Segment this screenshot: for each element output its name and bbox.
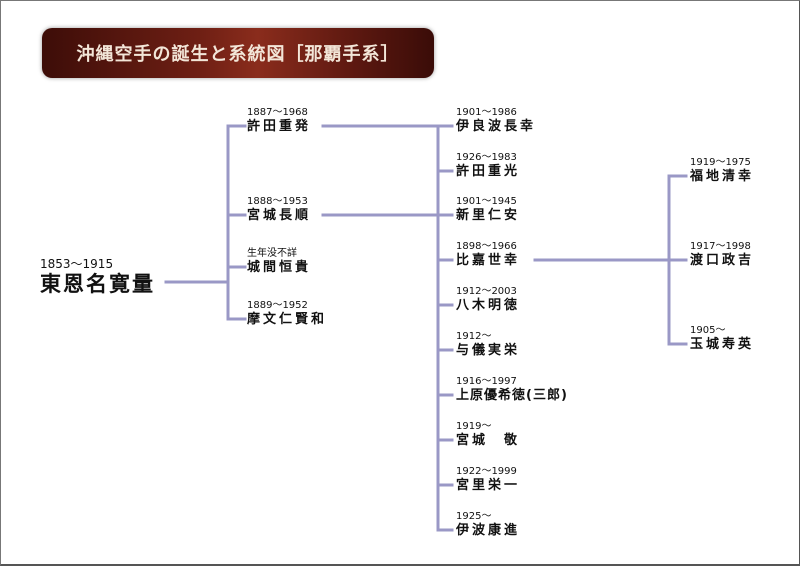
node-years: 1917〜1998 [690,241,751,252]
node-years: 1916〜1997 [456,376,517,387]
node-years: 1919〜 [456,421,492,432]
gen2-node-3: 1901〜1945 新里仁安 [456,196,520,224]
gen1-node-1: 1887〜1968 許田重発 [247,107,311,135]
gen1-node-3: 生年没不詳 城間恒貴 [247,248,311,276]
node-years: 1905〜 [690,325,726,336]
node-name: 与儀実栄 [456,343,521,358]
node-name: 宮城 敬 [456,433,521,448]
node-years: 1888〜1953 [247,196,308,207]
page-title: 沖縄空手の誕生と系統図［那覇手系］ [76,44,400,65]
node-name: 伊良波長幸 [456,119,537,134]
node-years: 生年没不詳 [247,248,297,259]
gen2-node-10: 1925〜 伊波康進 [456,511,520,539]
node-years: 1926〜1983 [456,152,517,163]
node-years: 1889〜1952 [247,300,308,311]
node-years: 1912〜 [456,331,492,342]
node-name: 福地清幸 [690,169,755,184]
gen3-node-1: 1919〜1975 福地清幸 [690,157,754,185]
node-name: 比嘉世幸 [456,253,521,268]
node-name: 城間恒貴 [247,260,312,275]
node-name: 許田重光 [456,164,521,179]
node-name: 摩文仁賢和 [247,312,328,327]
gen2-node-6: 1912〜 与儀実栄 [456,331,520,359]
node-years: 1912〜2003 [456,286,517,297]
title-banner: 沖縄空手の誕生と系統図［那覇手系］ [42,28,434,78]
node-name: 上原優希徳(三郎) [456,388,568,403]
node-years: 1901〜1945 [456,196,517,207]
gen2-node-5: 1912〜2003 八木明徳 [456,286,520,314]
root-node: 1853〜1915 東恩名寛量 [40,257,155,297]
gen2-node-1: 1901〜1986 伊良波長幸 [456,107,536,135]
gen1-node-2: 1888〜1953 宮城長順 [247,196,311,224]
node-name: 伊波康進 [456,523,521,538]
node-years: 1925〜 [456,511,492,522]
gen3-node-3: 1905〜 玉城寿英 [690,325,754,353]
gen3-node-2: 1917〜1998 渡口政吉 [690,241,754,269]
root-name: 東恩名寛量 [40,272,155,296]
gen1-node-4: 1889〜1952 摩文仁賢和 [247,300,327,328]
gen2-node-7: 1916〜1997 上原優希徳(三郎) [456,376,568,404]
node-years: 1898〜1966 [456,241,517,252]
node-name: 八木明徳 [456,298,521,313]
node-name: 許田重発 [247,119,312,134]
gen2-node-4: 1898〜1966 比嘉世幸 [456,241,520,269]
node-name: 新里仁安 [456,208,521,223]
gen2-node-2: 1926〜1983 許田重光 [456,152,520,180]
gen2-node-9: 1922〜1999 宮里栄一 [456,466,520,494]
node-years: 1919〜1975 [690,157,751,168]
node-years: 1887〜1968 [247,107,308,118]
node-name: 玉城寿英 [690,337,755,352]
root-years: 1853〜1915 [40,257,114,271]
node-name: 宮里栄一 [456,478,521,493]
node-name: 渡口政吉 [690,253,755,268]
node-name: 宮城長順 [247,208,312,223]
gen2-node-8: 1919〜 宮城 敬 [456,421,520,449]
node-years: 1922〜1999 [456,466,517,477]
node-years: 1901〜1986 [456,107,517,118]
